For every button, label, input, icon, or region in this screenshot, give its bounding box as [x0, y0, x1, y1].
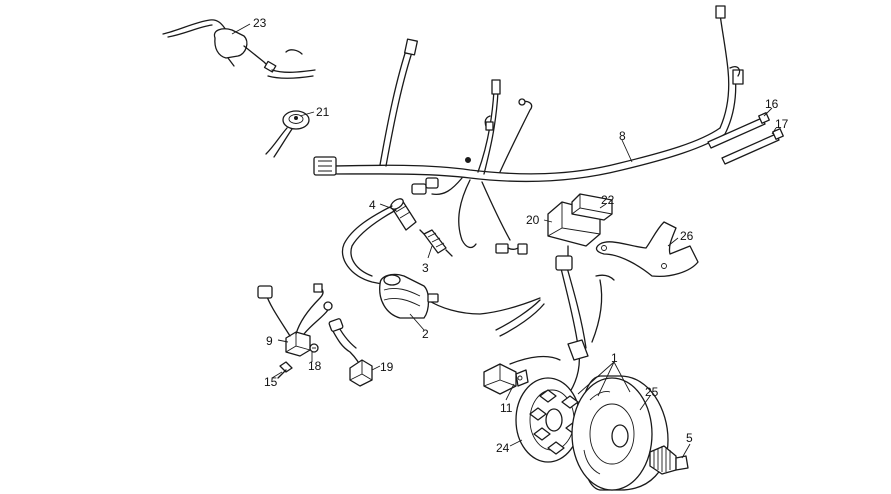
callout-8: 8	[619, 129, 626, 143]
part-16-cable-tie	[707, 112, 770, 149]
part-18-screw	[309, 343, 319, 353]
callout-16: 16	[765, 97, 779, 111]
callout-15: 15	[264, 375, 278, 389]
part-23-handlebar-switch	[162, 19, 316, 79]
callout-1: 1	[611, 351, 618, 365]
callout-25: 25	[645, 385, 659, 399]
part-19-relay	[328, 318, 373, 387]
callout-22: 22	[601, 193, 615, 207]
callout-11: 11	[500, 401, 513, 415]
part-21-push-button	[265, 110, 310, 158]
callout-2: 2	[422, 327, 429, 341]
callout-26: 26	[680, 229, 694, 243]
callout-5: 5	[686, 431, 693, 445]
part-9-voltage-regulator	[257, 283, 333, 357]
part-11-pickup-sensor	[483, 355, 561, 395]
part-8-wiring-harness	[313, 5, 744, 255]
part-4-spark-plug-cap	[390, 198, 417, 231]
part-24-stator	[515, 377, 583, 463]
part-26-mounting-bracket	[595, 221, 699, 278]
callout-9: 9	[266, 334, 273, 348]
callout-23: 23	[253, 16, 267, 30]
callout-24: 24	[496, 441, 510, 455]
leader-lines	[231, 23, 777, 459]
callout-19: 19	[380, 360, 394, 374]
callout-20: 20	[526, 213, 540, 227]
part-25-flywheel	[571, 375, 669, 491]
callout-3: 3	[422, 261, 429, 275]
stator-wire-bundle	[495, 255, 615, 393]
part-5-starter-pinion	[649, 445, 689, 475]
part-15-bolt	[277, 361, 293, 379]
callout-labels: 23 21 8 16 17 4 3 20 22 26 9 18 15 19 2 …	[253, 16, 789, 455]
callout-21: 21	[316, 105, 330, 119]
part-2-ignition-coil	[341, 205, 541, 319]
callout-17: 17	[775, 117, 789, 131]
part-22-cdi-rubber	[571, 193, 613, 221]
part-17-cable-tie	[721, 128, 784, 165]
part-3-spark-plug	[419, 229, 453, 257]
callout-4: 4	[369, 198, 376, 212]
callout-18: 18	[308, 359, 322, 373]
